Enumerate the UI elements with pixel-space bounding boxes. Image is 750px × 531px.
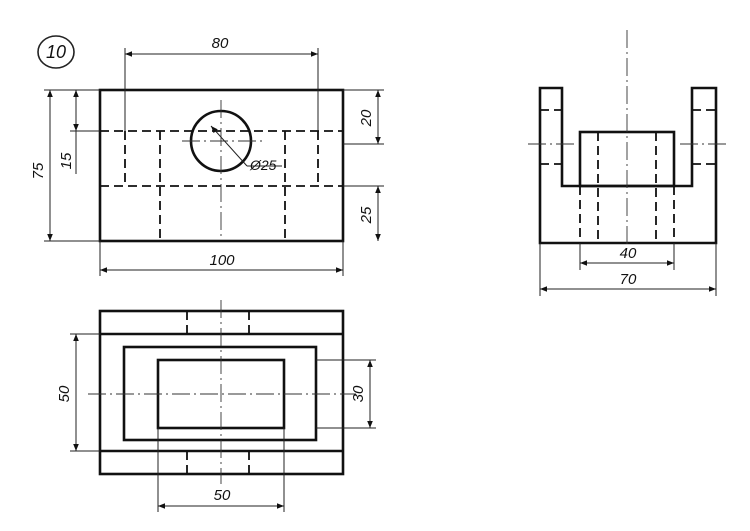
front-view: 80 75 15 20 25 100 Ø25 — [30, 35, 384, 276]
problem-number: 10 — [46, 42, 66, 62]
dim-side-70: 70 — [620, 271, 637, 288]
top-outline — [98, 309, 345, 476]
problem-number-badge: 10 — [37, 35, 75, 69]
top-view: 50 30 50 — [56, 300, 376, 512]
dim-top-50-left: 50 — [56, 385, 73, 402]
dim-front-75: 75 — [30, 162, 47, 179]
dim-hole-diameter: Ø25 — [249, 157, 277, 173]
dim-front-80: 80 — [212, 35, 229, 52]
dim-front-20: 20 — [358, 109, 375, 127]
dim-front-15: 15 — [58, 152, 75, 169]
dim-side-40: 40 — [620, 245, 637, 262]
side-view: 40 70 — [528, 30, 728, 296]
dim-top-50-bottom: 50 — [214, 487, 231, 504]
front-outline — [98, 88, 345, 243]
side-outline — [538, 86, 718, 245]
dim-front-25: 25 — [358, 206, 375, 224]
dim-front-100: 100 — [209, 252, 235, 269]
dim-top-30: 30 — [350, 385, 367, 402]
